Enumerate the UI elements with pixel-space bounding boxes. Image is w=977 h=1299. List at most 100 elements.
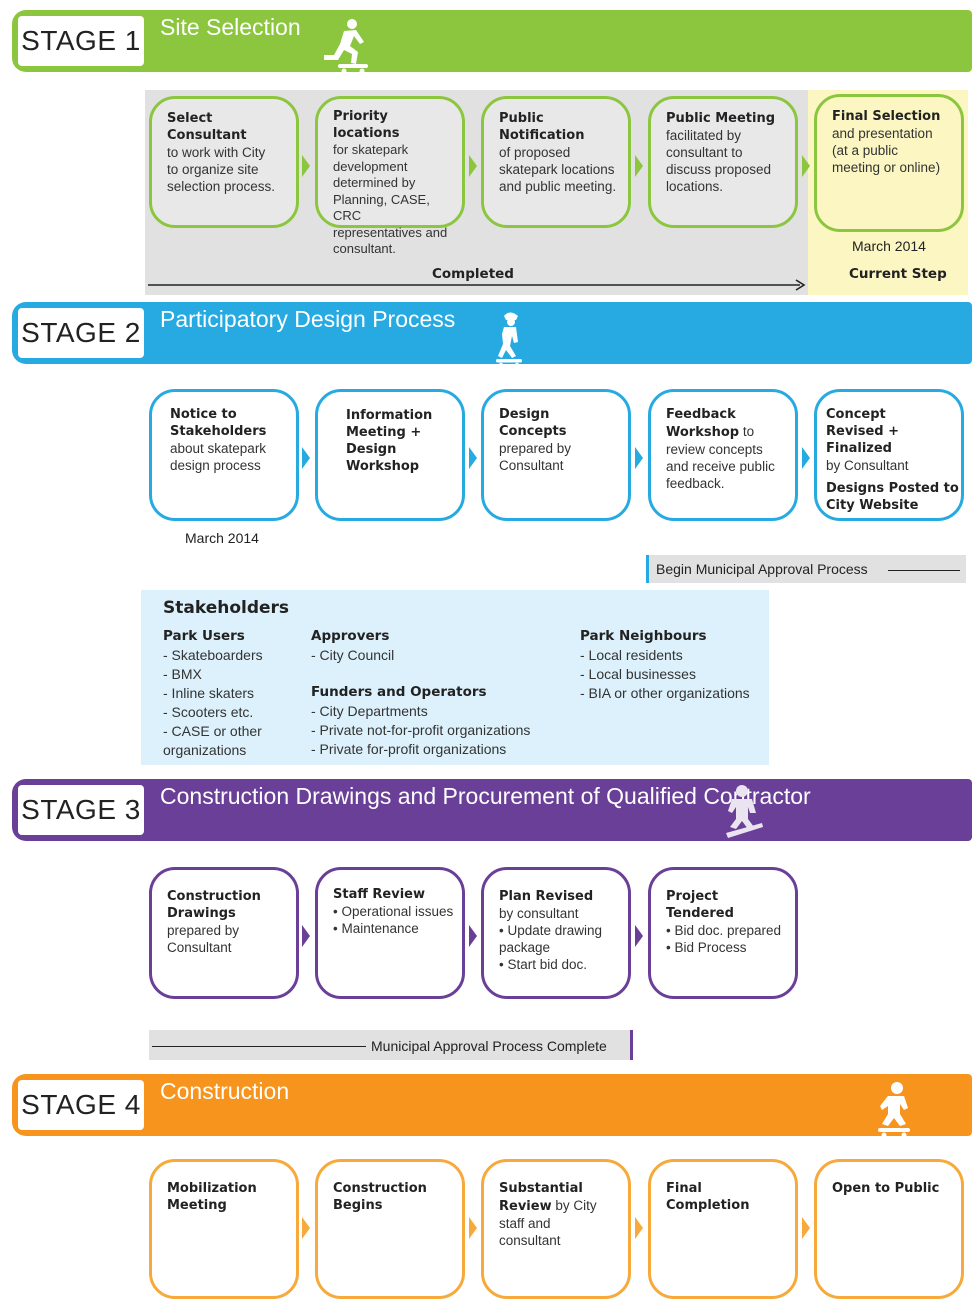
stage2-date: March 2014	[185, 530, 259, 546]
step-text: determined by	[333, 175, 416, 190]
step-title: Drawings	[167, 906, 236, 921]
stage4-title: Construction	[160, 1078, 290, 1104]
step-title: Meeting	[167, 1198, 227, 1213]
step-title: Construction	[167, 889, 261, 904]
list-item: - City Council	[311, 647, 395, 663]
step-text: selection process.	[167, 179, 276, 194]
skateboarder-icon	[496, 312, 522, 368]
arrow-right-icon	[802, 1217, 810, 1239]
step-title: Mobilization	[167, 1181, 257, 1196]
step-text: discuss proposed	[666, 162, 772, 177]
step-text: prepared by	[499, 441, 572, 456]
stage4-label: STAGE 4	[18, 1080, 144, 1130]
current-step-date: March 2014	[852, 238, 926, 254]
park-neighbours-column: Park Neighbours - Local residents - Loca…	[580, 627, 750, 703]
arrow-right-icon	[469, 447, 477, 469]
completed-label: Completed	[432, 266, 514, 282]
stage1-banner: STAGE 1 Site Selection	[12, 10, 972, 74]
approvers-column: Approvers - City Council Funders and Ope…	[311, 627, 530, 759]
step-title: Public Meeting	[666, 111, 776, 126]
step-text: • Bid Process	[666, 940, 747, 955]
stage4-step-4: Final Completion	[648, 1159, 798, 1299]
step-title: Final Completion	[666, 1181, 750, 1213]
step-text: • Maintenance	[333, 921, 419, 936]
arrow-right-icon	[469, 1217, 477, 1239]
arrow-right-icon	[802, 447, 810, 469]
stage3-banner: STAGE 3 Construction Drawings and Procur…	[12, 779, 972, 841]
step-text: feedback.	[666, 476, 725, 491]
step-text: locations.	[666, 179, 724, 194]
arrow-right-icon	[635, 447, 643, 469]
step-text: and presentation	[832, 126, 933, 141]
column-heading: Approvers	[311, 628, 390, 644]
stage2-banner: STAGE 2 Participatory Design Process	[12, 302, 972, 368]
column-heading: Funders and Operators	[311, 684, 487, 700]
list-item: - Local residents	[580, 647, 683, 663]
step-title: Stakeholders	[170, 424, 267, 439]
step-title: Designs Posted to	[826, 481, 959, 496]
step-title: Final Selection	[832, 109, 941, 124]
skateboarder-icon	[726, 785, 763, 838]
list-item: - BIA or other organizations	[580, 685, 750, 701]
list-item: - Private for-profit organizations	[311, 741, 507, 757]
stage1-bar	[12, 10, 972, 72]
stage4-step-1: Mobilization Meeting	[149, 1159, 299, 1299]
step-text: Planning, CASE, CRC	[333, 191, 430, 224]
stage1-step-4: Public Meeting facilitated by consultant…	[648, 96, 798, 228]
approval-complete-label: Municipal Approval Process Complete	[371, 1038, 607, 1054]
stage2-step-3: Design Concepts prepared by Consultant	[481, 389, 631, 521]
arrow-right-icon	[469, 155, 477, 177]
stage3-step-2: Staff Review • Operational issues • Main…	[315, 867, 465, 999]
step-title: Substantial	[499, 1181, 583, 1196]
skateboarder-icon	[878, 1082, 910, 1138]
step-title: Begins	[333, 1198, 383, 1213]
step-text: package	[499, 940, 551, 955]
step-title: Information	[346, 408, 433, 423]
stage2-bar	[12, 302, 972, 364]
stage4-step-3: Substantial Review by City staff and con…	[481, 1159, 631, 1299]
step-text: representatives and	[333, 224, 448, 240]
step-text: to	[739, 424, 755, 439]
step-title: Design	[346, 442, 397, 457]
step-text: of proposed	[499, 145, 571, 160]
stage2-step-2: Information Meeting + Design Workshop	[315, 389, 465, 521]
stage1-step-3: Public Notification of proposed skatepar…	[481, 96, 631, 228]
step-text: and public meeting.	[499, 179, 617, 194]
stage3-title: Construction Drawings and Procurement of…	[160, 783, 811, 809]
stage1-title: Site Selection	[160, 14, 301, 40]
stage4-step-2: Construction Begins	[315, 1159, 465, 1299]
column-heading: Park Users	[163, 628, 245, 644]
stage1-step-5: Final Selection and presentation (at a p…	[814, 94, 964, 232]
step-title: City Website	[826, 498, 919, 513]
approval-begin-dash	[888, 570, 960, 571]
step-title: Feedback	[666, 407, 736, 422]
stage2-label: STAGE 2	[18, 308, 144, 358]
stage4-step-5: Open to Public	[814, 1159, 964, 1299]
step-title: Select Consultant	[167, 111, 247, 143]
step-text: • Start bid doc.	[499, 957, 588, 972]
step-title: Concept	[826, 407, 886, 422]
step-title: Meeting +	[346, 425, 422, 440]
arrow-right-icon	[302, 155, 310, 177]
list-item: organizations	[163, 742, 247, 758]
stage1-label: STAGE 1	[18, 16, 144, 66]
stage3-step-4: Project Tendered • Bid doc. prepared • B…	[648, 867, 798, 999]
list-item: - BMX	[163, 666, 202, 682]
stage3-step-3: Plan Revised by consultant • Update draw…	[481, 867, 631, 999]
stage1-step-1: Select Consultant to work with City to o…	[149, 96, 299, 228]
step-title: Plan Revised	[499, 889, 594, 904]
arrow-right-icon	[802, 155, 810, 177]
list-item: - Inline skaters	[163, 685, 255, 701]
step-text: consultant to	[666, 145, 743, 160]
step-text: and receive public	[666, 459, 775, 474]
step-title: Priority locations	[333, 109, 400, 141]
stakeholders-panel	[141, 590, 769, 765]
current-step-label: Current Step	[849, 266, 947, 282]
stage2-step-5: Concept Revised + Finalized by Consultan…	[814, 389, 964, 521]
stage1-step-2: Priority locations for skatepark develop…	[315, 96, 465, 256]
park-users-column: Park Users - Skateboarders - BMX - Inlin…	[163, 627, 263, 760]
step-text: staff and	[499, 1216, 551, 1231]
list-item: - Scooters etc.	[163, 704, 254, 720]
step-title: Revised + Finalized	[826, 424, 900, 456]
stage2-step-1: Notice to Stakeholders about skatepark d…	[149, 389, 299, 521]
